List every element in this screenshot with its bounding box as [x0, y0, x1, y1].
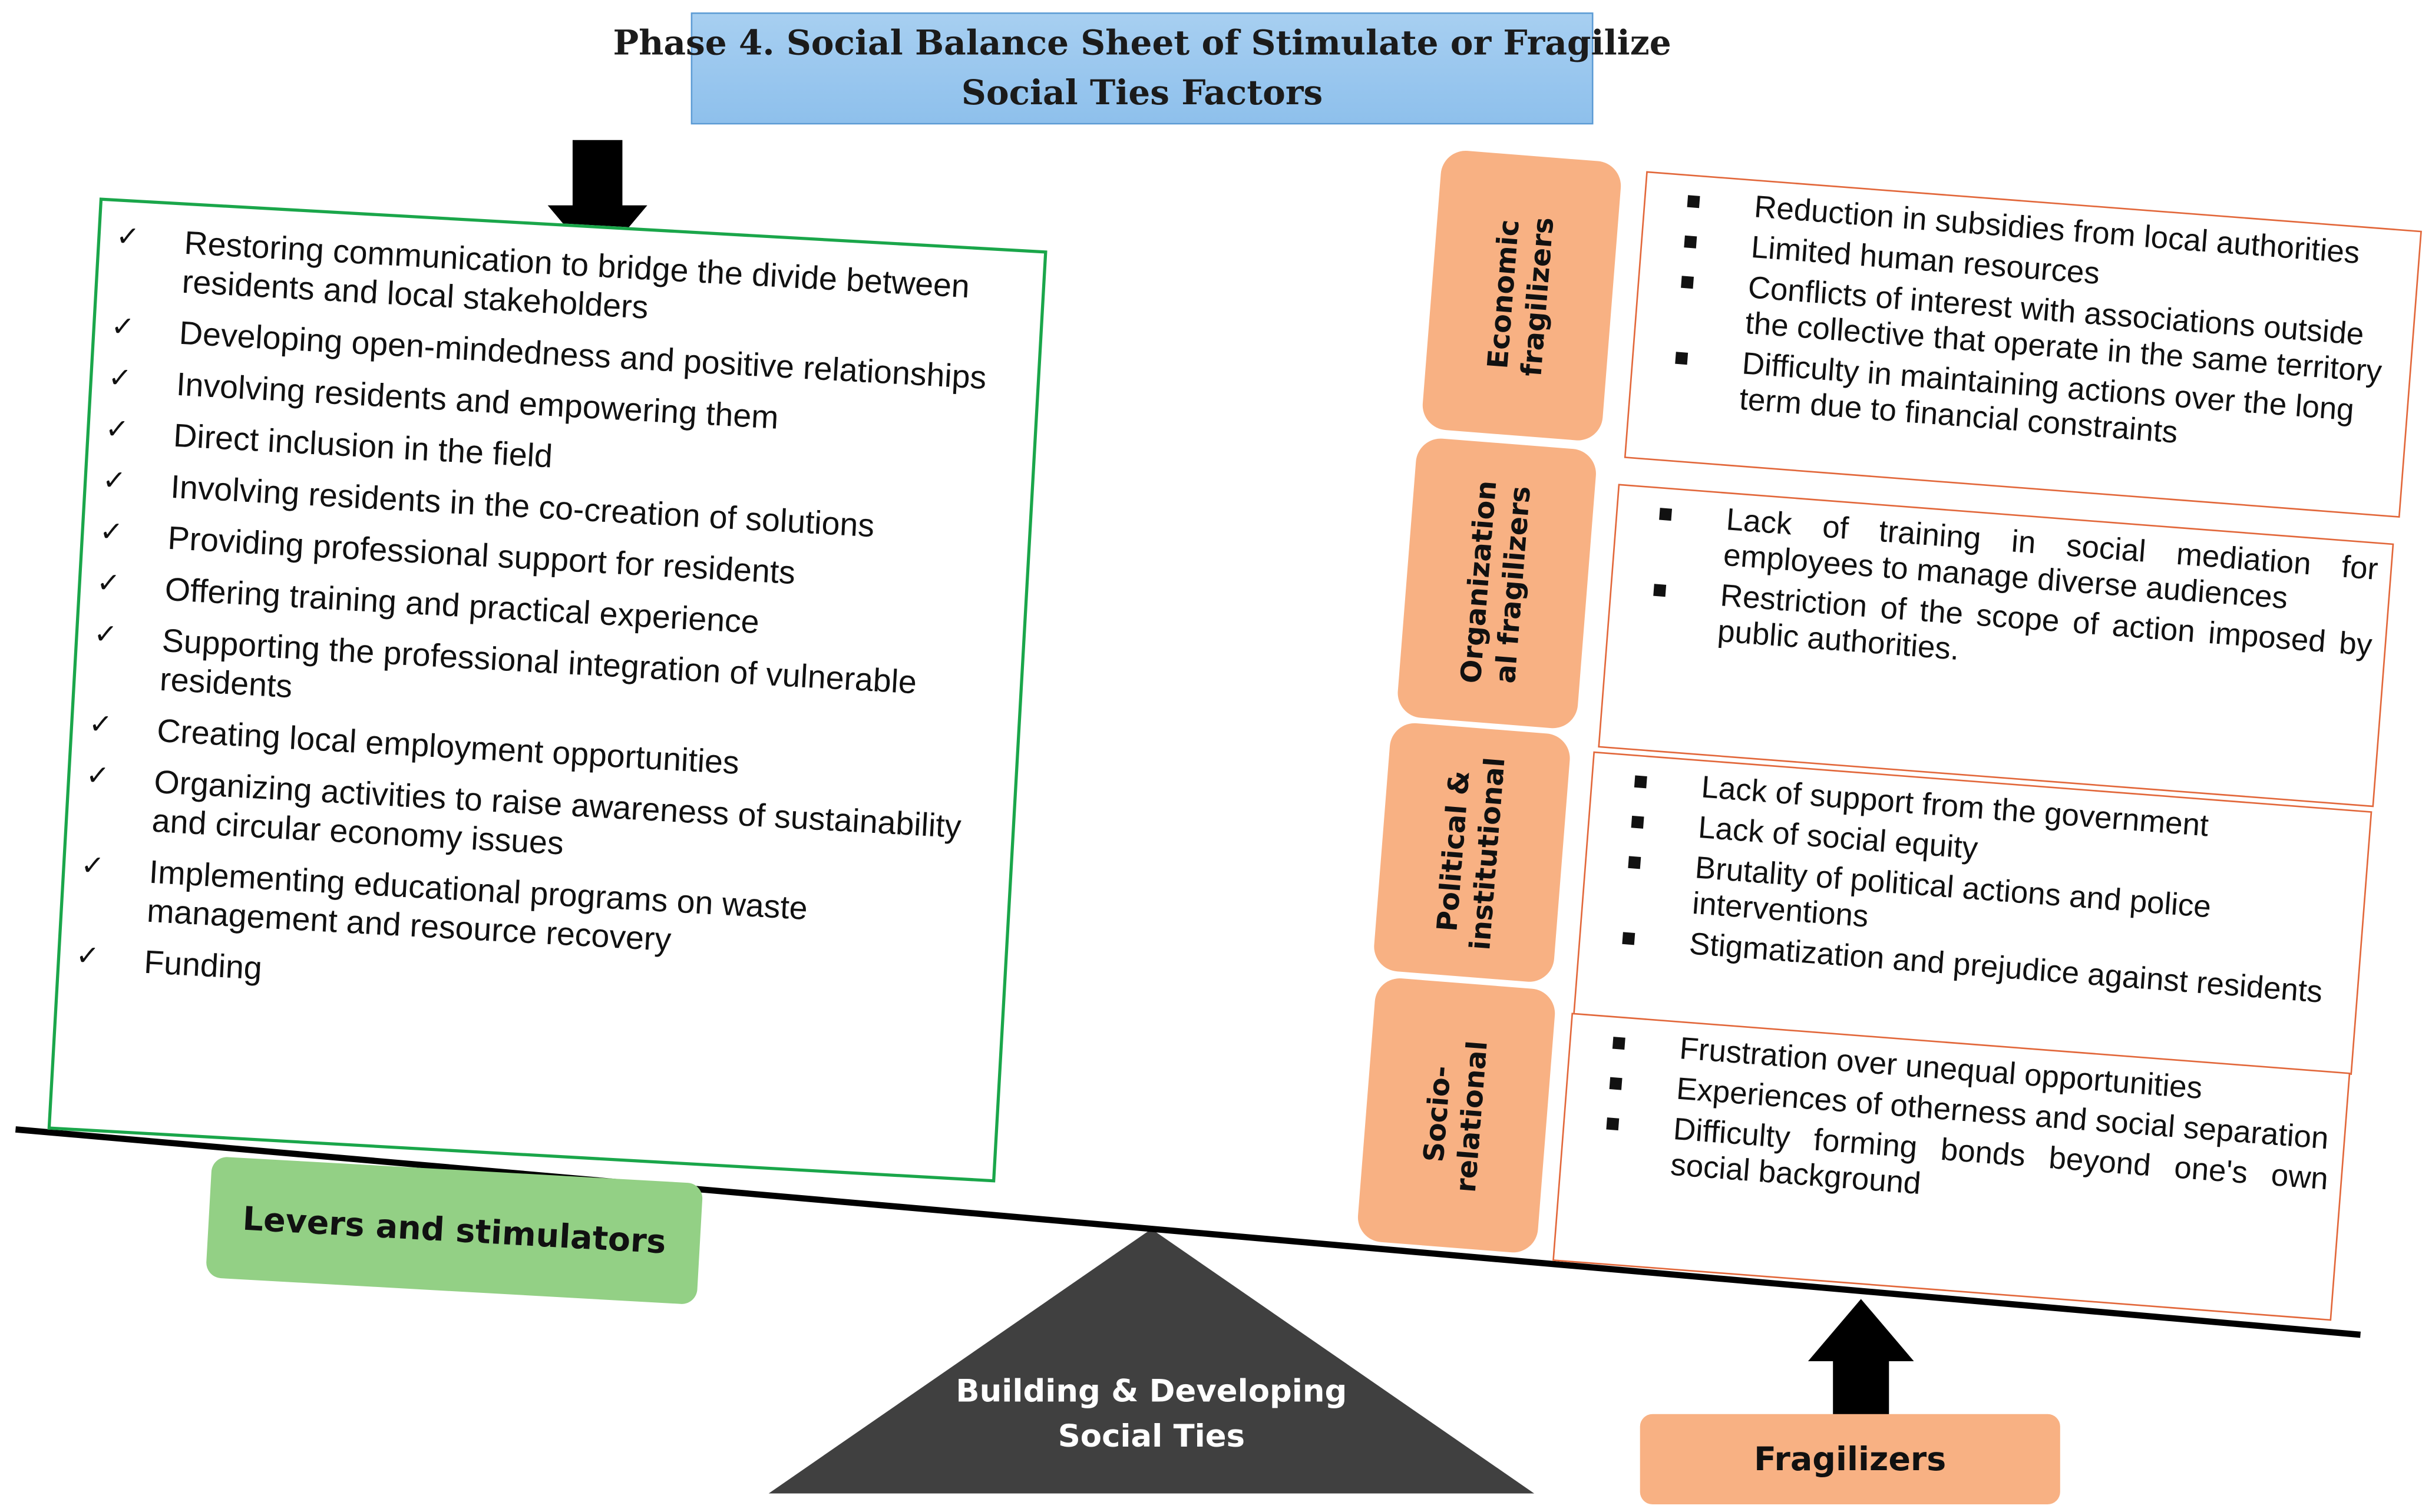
diagram-title: Phase 4. Social Balance Sheet of Stimula… — [613, 12, 1671, 125]
up-arrow-icon — [1808, 1299, 1914, 1416]
lever-item-text: Funding — [143, 945, 263, 987]
check-icon: ✓ — [110, 310, 136, 343]
balance-beam — [15, 1126, 2361, 1338]
category-organizational: Organization al fragilizers — [1396, 436, 1598, 730]
bullet-icon: ■ — [1620, 925, 1637, 953]
check-icon: ✓ — [88, 708, 114, 741]
category-political-institutional: Political & institutional — [1372, 721, 1572, 984]
check-icon: ✓ — [85, 759, 111, 792]
category-economic-label: Economic fragilizers — [1481, 213, 1562, 378]
economic-fragilizers-box: ■Reduction in subsidies from local autho… — [1624, 171, 2422, 518]
bullet-icon: ■ — [1629, 809, 1646, 837]
bullet-icon: ■ — [1625, 849, 1643, 877]
check-icon: ✓ — [92, 618, 118, 651]
check-icon: ✓ — [107, 362, 133, 395]
category-economic: Economic fragilizers — [1420, 148, 1623, 442]
bullet-icon: ■ — [1657, 501, 1674, 529]
bullet-icon: ■ — [1604, 1110, 1621, 1139]
bullet-icon: ■ — [1610, 1030, 1628, 1058]
bullet-icon: ■ — [1685, 188, 1703, 216]
bullet-icon: ■ — [1673, 345, 1690, 373]
fulcrum-label: Building & Developing Social Ties — [871, 1369, 1432, 1459]
bullet-icon: ■ — [1632, 768, 1650, 796]
check-icon: ✓ — [95, 567, 121, 600]
lever-item-text: Direct inclusion in the field — [172, 418, 554, 475]
bullet-icon: ■ — [1651, 577, 1668, 605]
fragilizers-label: Fragilizers — [1640, 1414, 2060, 1504]
bullet-icon: ■ — [1607, 1070, 1624, 1098]
check-icon: ✓ — [75, 939, 101, 972]
category-socio-relational-label: Socio- relational — [1416, 1037, 1496, 1194]
check-icon: ✓ — [98, 515, 124, 548]
lever-item-text: Restoring communication to bridge the di… — [181, 226, 971, 327]
fulcrum-label-line-2: Social Ties — [1058, 1417, 1245, 1455]
title-line-1: Phase 4. Social Balance Sheet of Stimula… — [613, 23, 1671, 64]
title-line-2: Social Ties Factors — [961, 73, 1323, 114]
check-icon: ✓ — [115, 220, 141, 253]
levers-list: ✓ Restoring communication to bridge the d… — [71, 220, 1030, 1042]
check-icon: ✓ — [104, 413, 130, 446]
category-political-label: Political & institutional — [1430, 753, 1514, 951]
check-icon: ✓ — [80, 849, 105, 882]
levers-panel: ✓ Restoring communication to bridge the d… — [47, 197, 1048, 1183]
fulcrum-label-line-1: Building & Developing — [956, 1372, 1347, 1410]
bullet-icon: ■ — [1681, 229, 1699, 256]
bullet-icon: ■ — [1678, 269, 1696, 297]
check-icon: ✓ — [101, 464, 127, 497]
category-socio-relational: Socio- relational — [1356, 976, 1557, 1255]
category-organizational-label: Organization al fragilizers — [1455, 479, 1539, 687]
fulcrum-triangle — [768, 1229, 1535, 1494]
